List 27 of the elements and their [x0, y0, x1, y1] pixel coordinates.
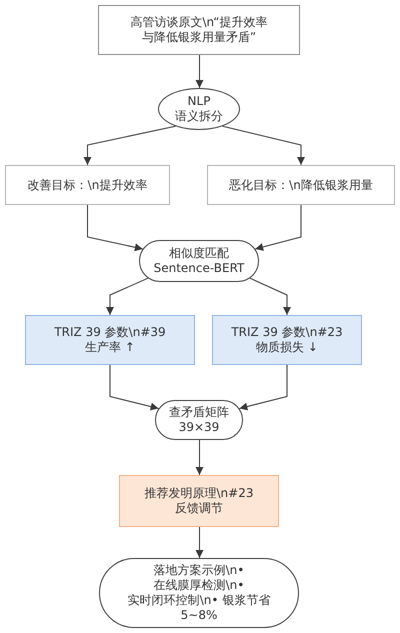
node-text: TRIZ 39 参数\n#39 生产率 ↑	[53, 325, 167, 355]
node-text: 相似度匹配 Sentence-BERT	[152, 246, 246, 276]
node-text: NLP 语义拆分	[174, 94, 224, 124]
arrow	[84, 126, 176, 166]
arrow	[238, 364, 288, 410]
arrow	[196, 526, 204, 558]
arrow	[254, 204, 302, 251]
process-box	[119, 475, 279, 527]
node-text: 恶化目标：\n降低银浆用量	[229, 178, 373, 192]
node-text: TRIZ 39 参数\n#23 物质损失 ↓	[230, 325, 344, 355]
arrow	[196, 440, 204, 476]
arrow	[106, 278, 148, 316]
arrow	[222, 126, 305, 166]
arrow	[110, 364, 160, 410]
process-box	[212, 315, 362, 365]
process-box	[207, 165, 395, 205]
node-text: 落地方案示例\n• 在线膜厚检测\n• 实时闭环控制\n• 银浆节省 5~8%	[126, 563, 272, 623]
node-text: 改善目标：\n提升效率	[28, 178, 148, 192]
arrow	[250, 278, 291, 316]
node-text: 高管访谈原文\n“提升效率与降低银浆用量矛盾”	[130, 15, 268, 45]
process-box	[98, 5, 300, 55]
arrow	[87, 204, 144, 252]
node-text: 查矛盾矩阵 39×39	[168, 405, 230, 435]
process-box	[5, 165, 170, 205]
process-box	[25, 315, 195, 365]
node-text: 推荐发明原理\n#23 反馈调节	[144, 486, 254, 516]
arrow	[196, 54, 204, 88]
